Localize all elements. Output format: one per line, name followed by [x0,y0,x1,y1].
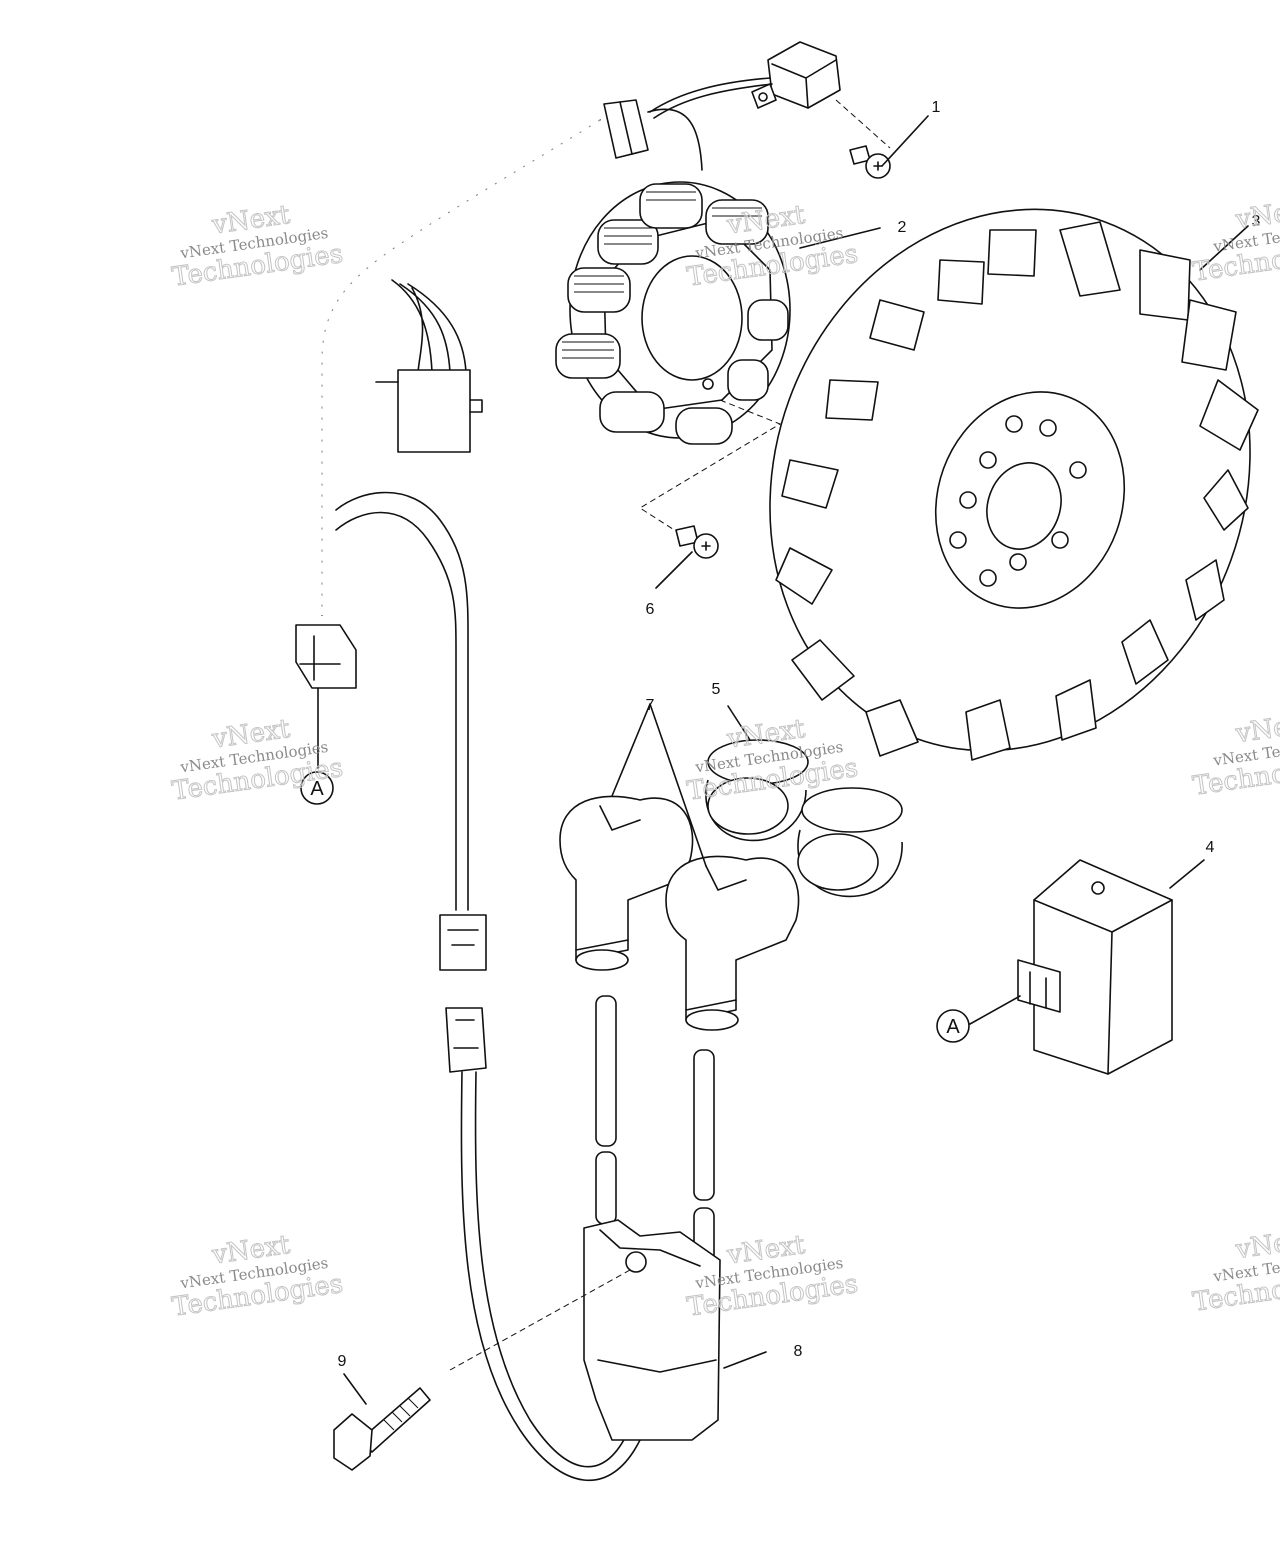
callout-6: 6 [646,601,655,618]
bolt-part [333,1373,431,1471]
callout-2: 2 [898,219,907,236]
callout-5: 5 [712,681,721,698]
connection-marker-module-label: A [946,1016,960,1038]
watermark-9: vNext vNext Technologies Technologies [1190,1224,1280,1318]
flywheel-part [769,208,1259,761]
screw-part-1 [835,99,891,179]
leader-lines [655,115,1249,589]
wiring-harness [295,99,703,1481]
callout-3: 3 [1252,213,1261,230]
screw-part-6 [675,525,719,559]
stator-part [555,181,791,541]
callout-8: 8 [794,1343,803,1360]
grommets-part [705,705,903,898]
connection-marker-harness-label: A [310,778,324,800]
cdi-module-part [969,859,1205,1075]
connector-plug-part [649,41,841,119]
callout-4: 4 [1206,839,1215,856]
watermark-6: vNext vNext Technologies Technologies [1190,708,1280,802]
spark-plug-caps-part [559,703,800,1031]
watermark-1: vNext vNext Technologies Technologies [170,199,346,293]
callout-9: 9 [338,1353,347,1370]
ignition-coil-part [449,1219,767,1441]
callout-7: 7 [646,697,655,714]
callout-1: 1 [932,99,941,116]
watermark-7: vNext vNext Technologies Technologies [170,1229,346,1323]
connection-marker-module: A [936,1009,970,1043]
watermark-3: vNext vNext Technologies Technologies [1190,194,1280,288]
connection-marker-harness: A [300,771,334,805]
